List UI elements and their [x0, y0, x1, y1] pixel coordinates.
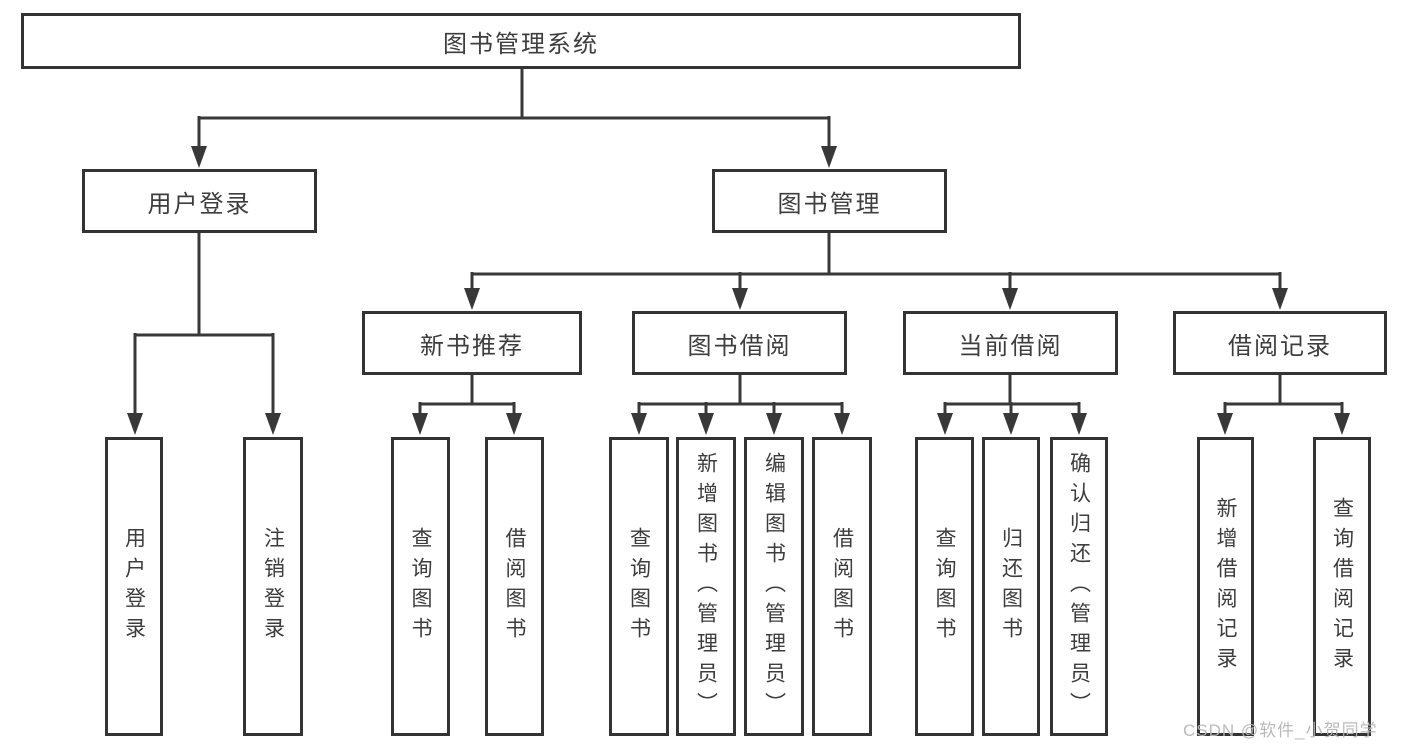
- node-library-system: 图书管理系统: [21, 13, 1021, 69]
- leaf-bb-edit-books-admin: 编辑图书（管理员）: [744, 437, 804, 736]
- leaf-user-login: 用户登录: [105, 437, 163, 736]
- leaf-nbr-borrow-books: 借阅图书: [485, 437, 544, 736]
- node-borrow-records: 借阅记录: [1173, 311, 1387, 375]
- node-user-login-branch: 用户登录: [82, 169, 317, 233]
- node-book-borrow: 图书借阅: [632, 311, 847, 375]
- leaf-bb-query-books: 查询图书: [609, 437, 669, 736]
- leaf-br-query-record: 查询借阅记录: [1313, 437, 1371, 736]
- leaf-bb-borrow-books: 借阅图书: [812, 437, 872, 736]
- leaf-bb-add-books-admin: 新增图书（管理员）: [676, 437, 736, 736]
- leaf-cb-return-books: 归还图书: [982, 437, 1040, 736]
- leaf-nbr-query-books: 查询图书: [391, 437, 450, 736]
- node-book-management: 图书管理: [712, 169, 947, 233]
- leaf-logout: 注销登录: [243, 437, 303, 736]
- watermark: CSDN @软件_小贺同学: [1183, 721, 1378, 740]
- node-current-borrow: 当前借阅: [903, 311, 1118, 375]
- node-new-book-recommend: 新书推荐: [362, 311, 582, 375]
- leaf-cb-confirm-return-admin: 确认归还（管理员）: [1050, 437, 1108, 736]
- leaf-cb-query-books: 查询图书: [915, 437, 974, 736]
- leaf-br-add-record: 新增借阅记录: [1197, 437, 1254, 736]
